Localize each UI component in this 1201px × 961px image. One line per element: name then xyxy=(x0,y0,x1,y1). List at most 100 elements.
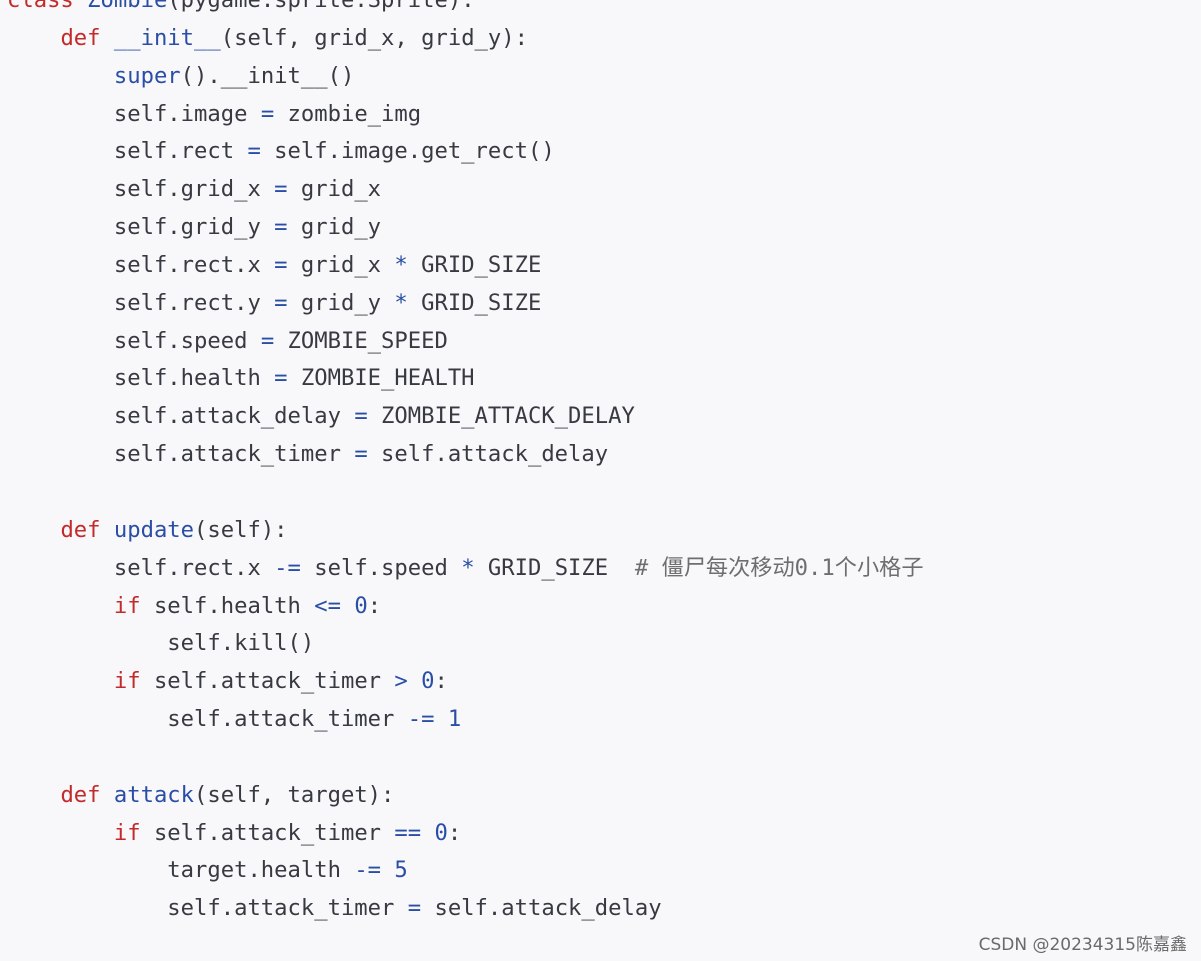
code-token: if xyxy=(113,819,141,846)
code-line: def attack(self, target): xyxy=(7,777,924,815)
code-token: -= xyxy=(354,857,382,884)
code-line: self.rect.x -= self.speed * GRID_SIZE # … xyxy=(7,550,924,588)
code-token: (self, grid_x, grid_y): xyxy=(220,24,528,51)
code-token: = xyxy=(274,176,288,203)
code-line xyxy=(7,739,924,777)
code-token xyxy=(408,668,421,694)
code-token: self.attack_delay xyxy=(367,441,609,468)
code-token: 0 xyxy=(354,592,368,619)
code-token: = xyxy=(247,138,261,165)
code-token: self.attack_timer xyxy=(7,895,408,922)
code-line: self.rect.y = grid_y * GRID_SIZE xyxy=(7,285,924,323)
code-token xyxy=(101,517,114,543)
code-token: = xyxy=(354,403,368,430)
code-line: self.grid_x = grid_x xyxy=(7,171,924,209)
code-token: ZOMBIE_ATTACK_DELAY xyxy=(367,403,635,430)
code-token xyxy=(381,857,394,883)
code-token: -= xyxy=(407,706,435,733)
code-token: def xyxy=(60,781,101,808)
code-token: (pygame.sprite.Sprite): xyxy=(167,0,475,13)
code-token xyxy=(7,63,114,89)
code-line: self.rect = self.image.get_rect() xyxy=(7,133,924,171)
code-token: (self, target): xyxy=(194,781,395,808)
code-token: 5 xyxy=(394,857,408,884)
code-token: __init__ xyxy=(113,24,221,51)
code-token xyxy=(341,593,354,619)
code-token: self.rect.x xyxy=(7,251,275,278)
code-token: self.speed xyxy=(300,554,462,581)
code-line: self.attack_timer = self.attack_delay xyxy=(7,890,924,928)
code-token: : xyxy=(447,819,462,846)
code-token: class xyxy=(7,0,88,13)
code-line: def update(self): xyxy=(7,512,924,550)
code-line: self.image = zombie_img xyxy=(7,96,924,134)
code-token: self.image xyxy=(7,100,261,127)
code-token: = xyxy=(260,100,275,127)
code-token xyxy=(7,782,60,808)
code-token: zombie_img xyxy=(274,100,422,127)
code-token: == xyxy=(394,819,422,846)
code-token: self.attack_timer xyxy=(7,441,355,468)
code-token: grid_y xyxy=(287,214,382,241)
code-token: self.attack_timer xyxy=(7,706,408,733)
code-token: update xyxy=(113,516,195,543)
bottom-strip xyxy=(0,948,1201,961)
code-token: grid_x xyxy=(287,251,395,278)
code-line: super().__init__() xyxy=(7,58,924,96)
code-token: ZOMBIE_SPEED xyxy=(274,327,448,354)
code-token: def xyxy=(60,516,101,543)
code-token: GRID_SIZE xyxy=(474,554,635,581)
code-token: self.speed xyxy=(7,327,261,354)
code-token: self.health xyxy=(140,592,315,619)
code-token: * xyxy=(461,554,475,581)
code-token xyxy=(7,820,114,846)
code-token: 0 xyxy=(421,668,435,695)
code-line: self.kill() xyxy=(7,625,924,663)
code-token xyxy=(7,593,114,619)
code-token: self.attack_timer xyxy=(140,819,395,846)
code-token: if xyxy=(113,592,141,619)
code-token: ().__init__() xyxy=(180,62,355,89)
code-token: = xyxy=(260,327,275,354)
code-token: self.image.get_rect() xyxy=(260,138,555,165)
code-line: def __init__(self, grid_x, grid_y): xyxy=(7,20,924,58)
code-token xyxy=(434,706,447,732)
code-token: = xyxy=(274,214,288,241)
code-line: class Zombie(pygame.sprite.Sprite): xyxy=(7,0,924,20)
code-token: = xyxy=(274,365,288,392)
code-token xyxy=(101,782,114,808)
code-token: self.attack_timer xyxy=(140,668,395,695)
code-token: def xyxy=(60,24,101,51)
code-token: GRID_SIZE xyxy=(407,251,542,278)
code-token: * xyxy=(394,289,408,316)
code-token: GRID_SIZE xyxy=(407,289,542,316)
code-token: (self): xyxy=(194,516,288,543)
code-line: if self.attack_timer > 0: xyxy=(7,663,924,701)
code-token: target.health xyxy=(7,857,355,884)
code-token xyxy=(7,25,60,51)
code-line: self.health = ZOMBIE_HEALTH xyxy=(7,360,924,398)
code-token: # 僵尸每次移动0.1个小格子 xyxy=(634,554,924,581)
code-line: self.rect.x = grid_x * GRID_SIZE xyxy=(7,247,924,285)
code-line: self.speed = ZOMBIE_SPEED xyxy=(7,323,924,361)
code-token: self.grid_y xyxy=(7,214,275,241)
code-token: ZOMBIE_HEALTH xyxy=(287,365,475,392)
code-token: grid_y xyxy=(287,289,395,316)
code-line xyxy=(7,474,924,512)
code-line: self.grid_y = grid_y xyxy=(7,209,924,247)
code-token: if xyxy=(113,668,141,695)
code-token: self.attack_delay xyxy=(7,403,355,430)
code-line: target.health -= 5 xyxy=(7,852,924,890)
code-token xyxy=(7,517,60,543)
code-token: self.health xyxy=(7,365,275,392)
code-token: : xyxy=(367,592,382,619)
code-token: 1 xyxy=(447,706,462,733)
code-token: self.rect.y xyxy=(7,289,275,316)
code-token: = xyxy=(274,251,288,278)
code-token: self.rect xyxy=(7,138,248,165)
code-text[interactable]: class Zombie(pygame.sprite.Sprite): def … xyxy=(7,0,924,928)
code-token: grid_x xyxy=(287,176,382,203)
code-token: self.attack_delay xyxy=(421,895,662,922)
code-line: self.attack_timer -= 1 xyxy=(7,701,924,739)
